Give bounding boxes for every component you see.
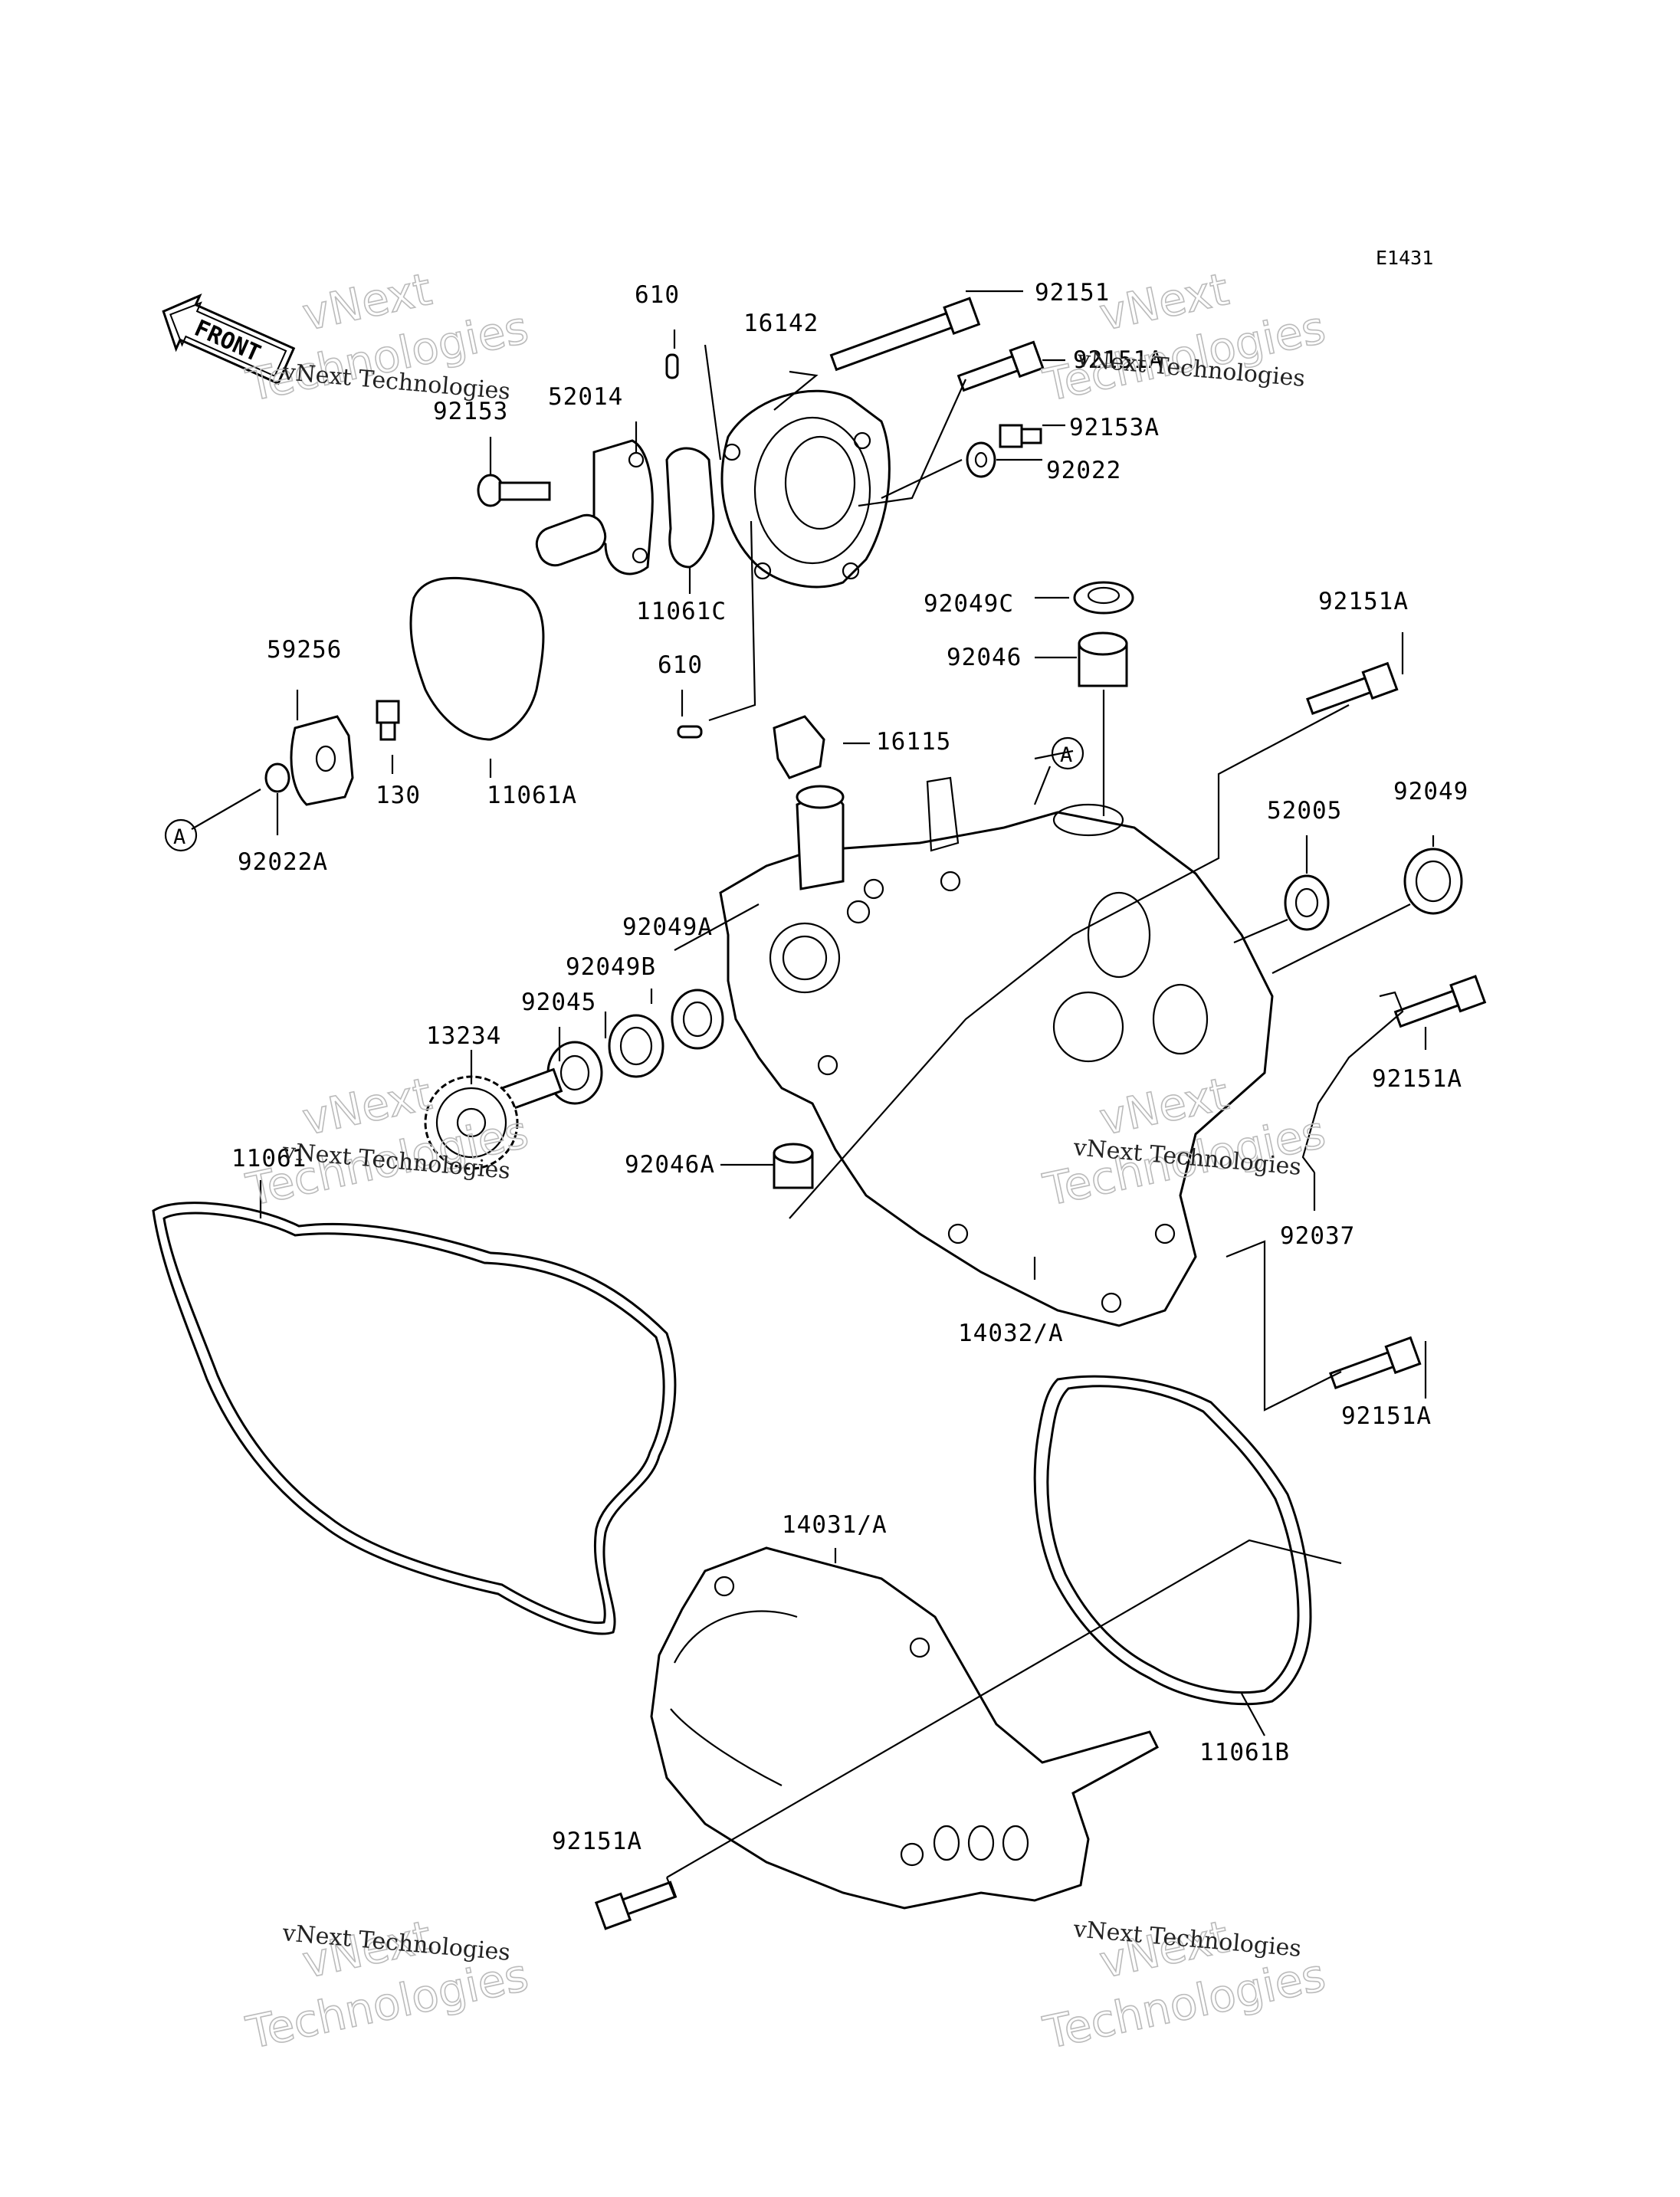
leader-lines (191, 290, 1435, 1897)
label-92037: 92037 (1280, 1222, 1355, 1250)
pipe-52014 (535, 439, 654, 575)
label-92046a: 92046A (625, 1151, 715, 1179)
label-92151: 92151 (1035, 279, 1110, 307)
label-13234: 13234 (426, 1022, 501, 1050)
label-92049c: 92049C (924, 590, 1014, 618)
bearing-52005 (1284, 874, 1330, 931)
clutch-cover-14032a (719, 776, 1274, 1327)
seal-92049c (1073, 581, 1134, 615)
callout-a-left: A (164, 818, 198, 852)
washer-92022a (264, 762, 290, 793)
cap-16115 (773, 715, 825, 779)
svg-text:A: A (1060, 743, 1073, 767)
label-92151a-lower: 92151A (1341, 1402, 1432, 1430)
bolt-92151a-lower (1329, 1336, 1422, 1389)
gasket-11061a (409, 576, 545, 741)
seal-92049 (1403, 848, 1463, 915)
label-11061a: 11061A (487, 782, 577, 809)
bolt-92153 (477, 474, 551, 507)
label-11061b: 11061B (1199, 1739, 1290, 1766)
gasket-11061 (152, 1202, 677, 1635)
label-92151a-bottom: 92151A (552, 1828, 642, 1855)
bolt-130 (376, 700, 400, 741)
seal-92049a (671, 989, 724, 1050)
dowel-610-top (665, 353, 679, 379)
label-92049a: 92049A (622, 913, 713, 941)
dowel-610-bottom (677, 725, 703, 739)
label-92022a: 92022A (238, 848, 328, 876)
impeller-59256 (290, 715, 354, 806)
label-16142: 16142 (743, 310, 819, 337)
label-14032a: 14032/A (958, 1320, 1064, 1347)
label-59256: 59256 (267, 636, 342, 664)
label-52014: 52014 (548, 383, 623, 411)
label-92022: 92022 (1046, 457, 1121, 484)
bolt-92151a-bottom (594, 1881, 678, 1930)
washer-92022 (966, 441, 996, 478)
bolt-92151 (829, 297, 981, 372)
callout-a-right: A (1051, 736, 1084, 770)
label-92045: 92045 (521, 989, 596, 1016)
label-130: 130 (376, 782, 421, 809)
label-92151a-top: 92151A (1073, 346, 1163, 374)
clip-92037 (1301, 991, 1404, 1173)
label-92049: 92049 (1393, 778, 1468, 805)
bearing-92049b (608, 1014, 664, 1078)
bolt-92151a-right (1306, 661, 1399, 715)
diagram-code: E1431 (1376, 247, 1433, 269)
label-52005: 52005 (1267, 797, 1342, 825)
bolt-92151a-top (956, 340, 1045, 392)
svg-text:A: A (173, 825, 186, 849)
watermark-3: vNext Technologies (241, 1067, 533, 1217)
label-92151a-mid: 92151A (1372, 1065, 1462, 1093)
label-92153: 92153 (433, 398, 508, 425)
bearing-92046a (773, 1143, 814, 1189)
label-92151a-right: 92151A (1318, 588, 1409, 615)
label-16115: 16115 (876, 728, 951, 756)
bolt-92153a (999, 424, 1042, 448)
label-14031a: 14031/A (782, 1511, 888, 1539)
water-pump-cover (720, 389, 891, 589)
label-11061: 11061 (231, 1145, 307, 1172)
watermark-5: vNext Technologies (241, 1910, 533, 2060)
label-11061c: 11061C (636, 598, 727, 625)
watermark-6: vNext Technologies (1039, 1910, 1331, 2060)
label-92049b: 92049B (566, 953, 656, 981)
bearing-92046 (1078, 631, 1128, 687)
gasket-11061b (1033, 1375, 1312, 1706)
label-610-bottom: 610 (658, 651, 703, 679)
bolt-92151a-mid (1393, 975, 1487, 1028)
label-92046: 92046 (947, 644, 1022, 671)
label-92153a: 92153A (1069, 414, 1160, 441)
label-610-top: 610 (635, 281, 680, 309)
outer-cover-14031a (650, 1546, 1159, 1910)
bearing-92045 (546, 1041, 603, 1105)
gasket-11061c (665, 447, 715, 569)
